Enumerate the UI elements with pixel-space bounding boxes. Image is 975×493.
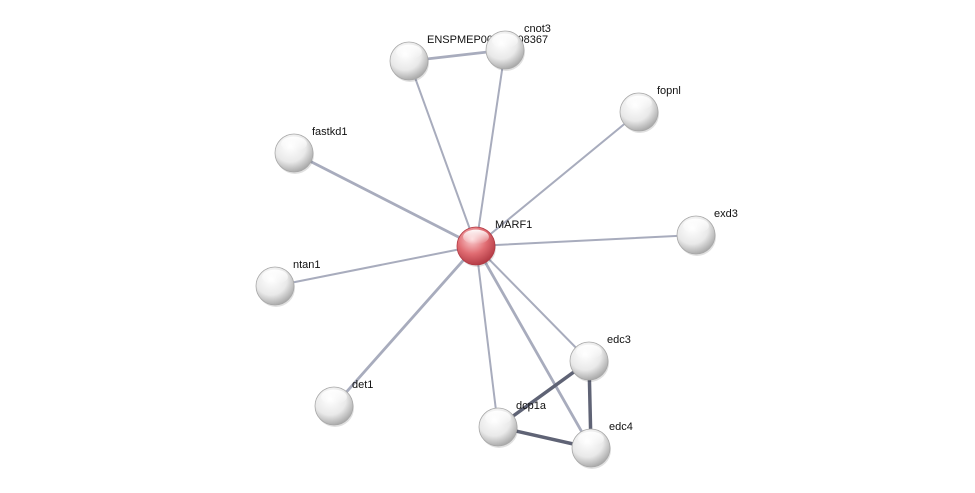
node-label: fopnl — [657, 85, 681, 97]
node-highlight — [683, 218, 709, 234]
node-label: cnot3 — [524, 23, 551, 35]
node-highlight — [492, 33, 518, 49]
node-highlight — [463, 229, 489, 245]
node-fopnl[interactable] — [619, 92, 659, 133]
node-label: exd3 — [714, 208, 738, 220]
node-cnot3[interactable] — [485, 30, 525, 71]
node-label: MARF1 — [495, 219, 532, 231]
node-edc3[interactable] — [569, 341, 609, 382]
node-highlight — [576, 344, 602, 360]
node-label: fastkd1 — [312, 126, 347, 138]
node-label: ntan1 — [293, 259, 321, 271]
edge-marf1-fopnl[interactable] — [475, 111, 640, 247]
node-highlight — [578, 431, 604, 447]
node-label: edc4 — [609, 421, 633, 433]
node-enspmep[interactable] — [389, 41, 429, 82]
node-highlight — [626, 95, 652, 111]
node-marf1[interactable] — [456, 226, 496, 267]
node-ntan1[interactable] — [255, 266, 295, 307]
edge-marf1-enspmep[interactable] — [408, 60, 477, 247]
node-highlight — [281, 136, 307, 152]
edge-marf1-edc3[interactable] — [475, 245, 590, 362]
edge-marf1-det1[interactable] — [332, 244, 478, 408]
edge-marf1-dcp1a[interactable] — [475, 245, 499, 428]
node-highlight — [262, 269, 288, 285]
node-edc4[interactable] — [571, 428, 611, 469]
node-fastkd1[interactable] — [274, 133, 314, 174]
node-highlight — [485, 410, 511, 426]
nodes-layer: MARF1ENSPMEP00000008367cnot3fopnlfastkd1… — [255, 23, 738, 469]
node-highlight — [396, 44, 422, 60]
edge-marf1-edc4[interactable] — [474, 244, 593, 450]
edge-marf1-cnot3[interactable] — [475, 49, 506, 247]
node-label: dcp1a — [516, 400, 547, 412]
edge-marf1-ntan1[interactable] — [274, 245, 477, 287]
edge-marf1-fastkd1[interactable] — [292, 151, 478, 248]
edge-marf1-exd3[interactable] — [475, 234, 697, 247]
node-exd3[interactable] — [676, 215, 716, 256]
node-label: edc3 — [607, 334, 631, 346]
node-highlight — [321, 389, 347, 405]
node-det1[interactable] — [314, 386, 354, 427]
node-dcp1a[interactable] — [478, 407, 518, 448]
node-label: det1 — [352, 379, 373, 391]
